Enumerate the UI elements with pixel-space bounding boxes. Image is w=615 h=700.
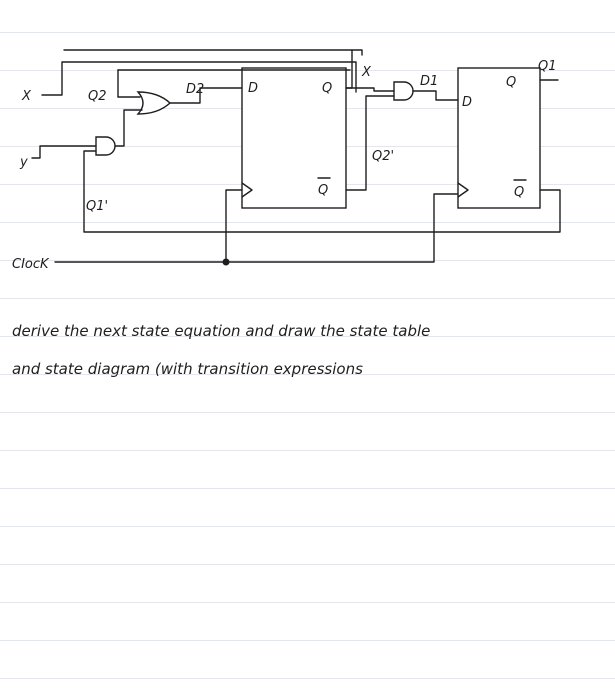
- ff1-q-label: Q: [506, 75, 516, 90]
- and-gate-1: [393, 81, 414, 101]
- flipflop-2-box: [241, 67, 347, 209]
- wire-q1-not-feedback: [83, 150, 561, 233]
- wire-y: [31, 145, 97, 159]
- or-gate: [136, 91, 172, 115]
- label-x-right: X: [361, 65, 372, 80]
- label-q2-in: Q2: [88, 89, 107, 104]
- label-clock: CIocK: [12, 257, 50, 272]
- flipflop-1-box: [457, 67, 541, 209]
- question-line-2: and state diagram (with transition expre…: [12, 360, 363, 378]
- label-x-input: X: [21, 89, 32, 104]
- clock-junction-dot: [222, 258, 230, 266]
- wire-x-top: [41, 61, 357, 96]
- label-d1: D1: [420, 74, 438, 89]
- wire-and2-or: [114, 109, 143, 147]
- ff1-d-label: D: [462, 95, 472, 110]
- ff2-q-label: Q: [322, 81, 332, 96]
- wire-d2: [169, 87, 243, 104]
- flipflop-1-clock-triangle: [457, 182, 469, 198]
- ff2-qbar-label: Q: [318, 183, 328, 198]
- ff1-qbar-label: Q: [514, 185, 524, 200]
- label-q2-not-out: Q2': [372, 149, 394, 164]
- label-q1-not-in: Q1': [86, 199, 108, 214]
- ff2-d-label: D: [248, 81, 258, 96]
- wire-x-and1: [345, 87, 395, 92]
- flipflop-2-clock-triangle: [241, 182, 253, 198]
- label-q1-out: Q1: [538, 59, 557, 74]
- wire-clock-ff2: [225, 189, 243, 263]
- wire-q2-not-and1: [345, 95, 395, 191]
- wire-clock: [54, 193, 459, 263]
- and-gate-2: [95, 136, 116, 156]
- label-y-input: y: [19, 155, 28, 170]
- label-d2: D2: [186, 82, 204, 97]
- wire-d1: [412, 90, 459, 101]
- question-line-1: derive the next state equation and draw …: [12, 322, 430, 340]
- wire-x-stub: [351, 49, 363, 56]
